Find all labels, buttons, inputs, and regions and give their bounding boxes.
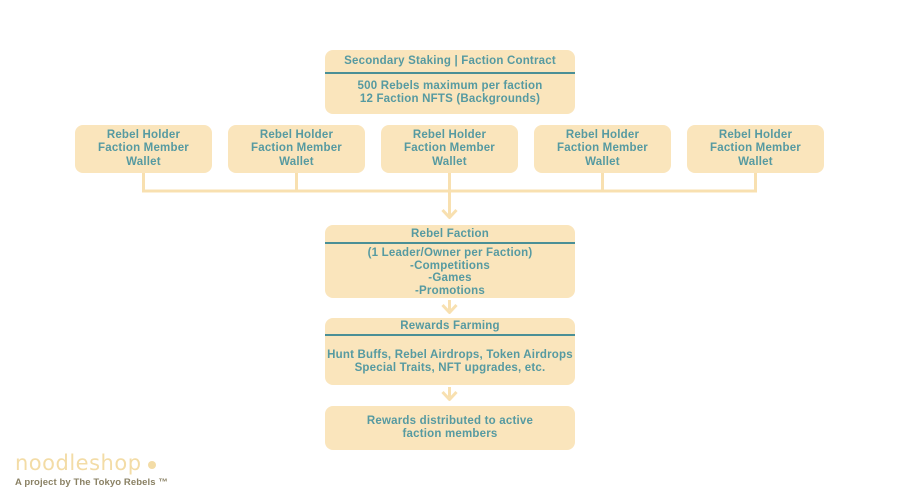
member-box: Rebel Holder Faction Member Wallet [75,125,212,173]
arrow-head-icon [441,390,458,401]
arrow-head-icon [441,303,458,314]
footer-tagline: A project by The Tokyo Rebels ™ [15,477,169,488]
arrow-head-icon [441,208,458,219]
faction-box-title: Rebel Faction [325,225,575,244]
distribution-box-line: Rewards distributed to active [366,415,534,427]
member-box-line: Wallet [585,155,620,168]
member-box-line: Rebel Holder [565,128,640,141]
member-box-line: Wallet [279,155,314,168]
member-box-line: Rebel Holder [106,128,181,141]
faction-box: Rebel Faction (1 Leader/Owner per Factio… [325,225,575,298]
member-box-line: Faction Member [251,142,342,155]
footer: noodleshop A project by The Tokyo Rebels… [15,452,168,488]
faction-box-line: -Competitions [410,259,490,272]
member-box-line: Wallet [738,155,773,168]
contract-box-line: 500 Rebels maximum per faction [357,80,543,92]
member-box: Rebel Holder Faction Member Wallet [687,125,824,173]
contract-box: Secondary Staking | Faction Contract 500… [325,50,575,114]
noodleshop-logo: noodleshop [15,451,142,475]
rewards-box-line: Hunt Buffs, Rebel Airdrops, Token Airdro… [327,349,573,361]
member-box-line: Rebel Holder [259,128,334,141]
distribution-box: Rewards distributed to active faction me… [325,406,575,450]
member-box-line: Faction Member [98,142,189,155]
contract-box-line: 12 Faction NFTS (Backgrounds) [359,93,541,105]
member-box-line: Faction Member [557,142,648,155]
distribution-box-line: faction members [402,428,498,440]
logo-dot-icon [147,461,156,469]
member-box: Rebel Holder Faction Member Wallet [381,125,518,173]
member-box-line: Wallet [126,155,161,168]
member-box: Rebel Holder Faction Member Wallet [534,125,671,173]
member-box: Rebel Holder Faction Member Wallet [228,125,365,173]
rewards-box: Rewards Farming Hunt Buffs, Rebel Airdro… [325,318,575,385]
member-box-line: Rebel Holder [412,128,487,141]
member-box-line: Rebel Holder [718,128,793,141]
contract-box-title: Secondary Staking | Faction Contract [325,50,575,74]
member-box-line: Faction Member [404,142,495,155]
faction-box-line: -Games [428,272,472,285]
rewards-box-title: Rewards Farming [325,318,575,336]
member-box-line: Faction Member [710,142,801,155]
rewards-box-line: Special Traits, NFT upgrades, etc. [354,362,546,374]
faction-box-line: (1 Leader/Owner per Faction) [367,247,533,259]
faction-box-line: -Promotions [415,284,485,297]
member-box-line: Wallet [432,155,467,168]
